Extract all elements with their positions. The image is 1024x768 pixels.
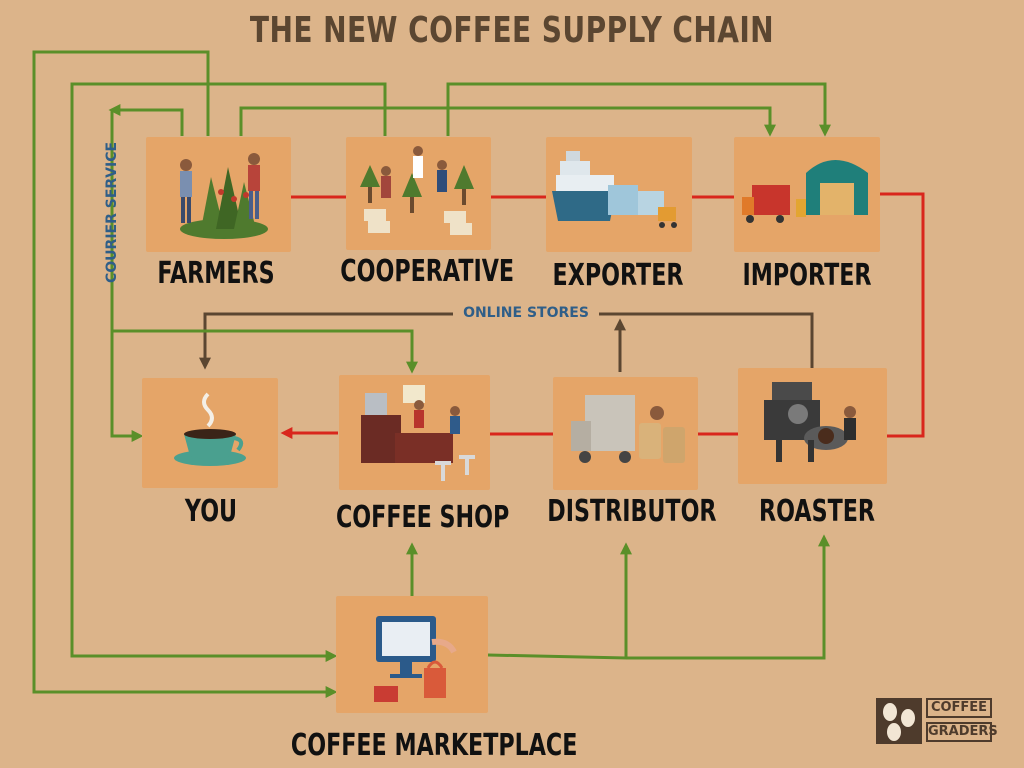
coffee-graders-logo: COFFEE GRADERS xyxy=(876,698,998,744)
node-label-coffee-marketplace: COFFEE MARKETPLACE xyxy=(290,728,578,763)
cooperative-icon xyxy=(360,146,474,235)
farmers-box xyxy=(146,137,291,252)
link-farmers-marketplace xyxy=(32,50,338,698)
channel-label-courier-service: COURIER SERVICE xyxy=(104,141,120,283)
page-title: THE NEW COFFEE SUPPLY CHAIN xyxy=(249,10,775,51)
farmers-icon xyxy=(180,153,268,239)
link-farmers-importer xyxy=(239,106,776,137)
roaster-icon xyxy=(764,382,856,462)
link-marketplace-distributor xyxy=(487,542,632,660)
coffee-shop-icon xyxy=(361,385,475,481)
node-label-cooperative: COOPERATIVE xyxy=(340,254,515,289)
link-marketplace-roaster xyxy=(626,534,830,660)
link-cooperative-importer xyxy=(446,82,831,137)
distributor-icon xyxy=(571,395,685,463)
node-label-farmers: FARMERS xyxy=(157,256,275,291)
node-label-importer: IMPORTER xyxy=(742,258,872,293)
link-courier-you xyxy=(110,110,144,442)
coffee-marketplace-box xyxy=(336,596,488,713)
logo-text-graders: GRADERS xyxy=(926,722,998,742)
coffee-beans-icon xyxy=(876,698,922,744)
you-box xyxy=(142,378,278,488)
node-label-distributor: DISTRIBUTOR xyxy=(547,494,717,529)
coffee-marketplace-icon xyxy=(374,616,457,702)
logo-text-coffee: COFFEE xyxy=(926,698,992,718)
exporter-icon xyxy=(552,151,677,228)
link-online-stores-to-you xyxy=(199,312,814,370)
channel-label-online-stores: ONLINE STORES xyxy=(453,305,599,321)
roaster-box xyxy=(738,368,887,484)
node-label-roaster: ROASTER xyxy=(759,494,875,529)
coffee-cup-icon xyxy=(174,392,246,466)
link-cooperative-marketplace xyxy=(70,82,387,662)
link-courier-coffee-shop xyxy=(112,329,418,374)
node-label-you: YOU xyxy=(184,494,238,529)
node-label-coffee-shop: COFFEE SHOP xyxy=(336,500,510,535)
link-importer-roaster xyxy=(880,192,925,438)
link-farmers-courier xyxy=(108,104,184,136)
coffee-shop-box xyxy=(339,375,490,490)
distributor-box xyxy=(553,377,698,490)
importer-icon xyxy=(742,160,868,223)
exporter-box xyxy=(546,137,692,252)
cooperative-box xyxy=(346,137,491,250)
node-label-exporter: EXPORTER xyxy=(552,258,684,293)
importer-box xyxy=(734,137,880,252)
